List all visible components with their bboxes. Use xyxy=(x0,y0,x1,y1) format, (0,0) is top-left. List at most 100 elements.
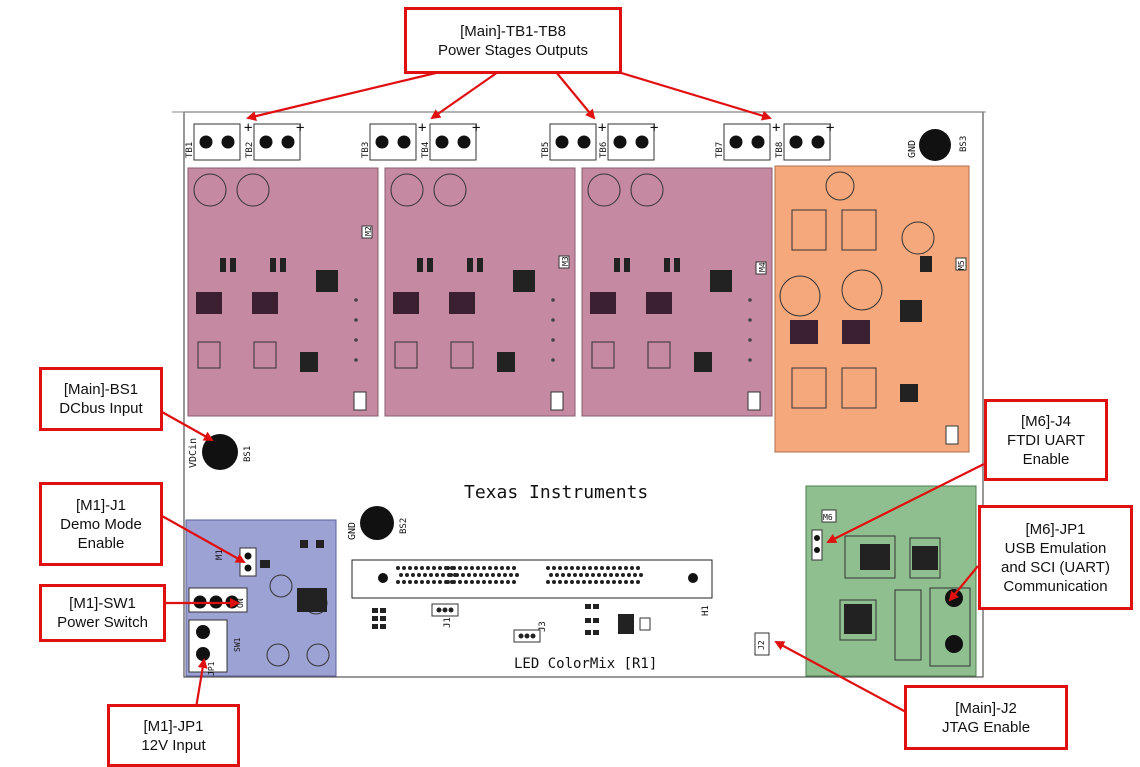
board-title: Texas Instruments xyxy=(464,482,648,503)
module-label-m4: M4 xyxy=(758,262,767,272)
header-pin xyxy=(594,566,598,570)
callout-m6-jp1-line3: and SCI (UART) xyxy=(1001,558,1110,576)
callout-m1-sw1-line2: Power Switch xyxy=(57,614,148,631)
header-pin xyxy=(476,580,480,584)
header-pin xyxy=(512,566,516,570)
header-pin xyxy=(420,566,424,570)
tb2-label: TB2 xyxy=(245,142,255,158)
module-label-m2: M2 xyxy=(364,226,373,236)
header-pin xyxy=(600,566,604,570)
svg-text:+: + xyxy=(826,120,834,136)
callout-m6-jp1: [M6]-JP1 USB Emulation and SCI (UART) Co… xyxy=(978,505,1133,610)
header-pin xyxy=(564,566,568,570)
header-pin xyxy=(402,580,406,584)
header-pin xyxy=(639,573,643,577)
h1-header xyxy=(351,559,713,599)
header-pin xyxy=(473,573,477,577)
header-pin xyxy=(624,580,628,584)
header-pin xyxy=(426,566,430,570)
header-pin xyxy=(408,566,412,570)
bs2-ground-post xyxy=(360,506,394,540)
header-pin xyxy=(435,573,439,577)
j2-jumper xyxy=(754,632,770,656)
header-pin xyxy=(455,573,459,577)
header-pin xyxy=(417,573,421,577)
m1-label: M1 xyxy=(215,549,225,560)
header-pin xyxy=(458,566,462,570)
tb3-label: TB3 xyxy=(361,142,371,158)
header-pin xyxy=(588,580,592,584)
header-pin xyxy=(482,580,486,584)
header-pin xyxy=(500,580,504,584)
header-pin xyxy=(402,566,406,570)
led-module-m5 xyxy=(774,165,970,453)
header-pin xyxy=(420,580,424,584)
header-pin xyxy=(509,573,513,577)
header-pin xyxy=(494,566,498,570)
callout-m1-sw1: [M1]-SW1 Power Switch xyxy=(39,584,166,642)
tb5-label: TB5 xyxy=(541,142,551,158)
header-pin xyxy=(494,580,498,584)
header-pin xyxy=(561,573,565,577)
header-pin xyxy=(506,566,510,570)
header-pin xyxy=(594,580,598,584)
header-pin xyxy=(464,580,468,584)
header-pin xyxy=(570,580,574,584)
header-pin xyxy=(396,566,400,570)
header-pin xyxy=(452,566,456,570)
on-label: ON xyxy=(236,598,245,608)
svg-text:+: + xyxy=(296,120,304,136)
header-pin xyxy=(488,566,492,570)
svg-text:+: + xyxy=(772,120,780,136)
callout-tb1-tb8-line2: Power Stages Outputs xyxy=(437,41,589,59)
header-pin xyxy=(597,573,601,577)
terminal-blocks: + + + + + + + + xyxy=(193,120,834,161)
board-bottom-label: LED ColorMix [R1] xyxy=(514,656,657,672)
header-pin xyxy=(426,580,430,584)
svg-text:+: + xyxy=(244,120,252,136)
header-pin xyxy=(558,566,562,570)
callout-m1-sw1-line1: [M1]-SW1 xyxy=(69,595,136,612)
callout-tb1-tb8: [Main]-TB1-TB8 Power Stages Outputs xyxy=(404,7,622,74)
j2-label: J2 xyxy=(757,640,766,650)
bs2-label: BS2 xyxy=(399,518,409,534)
header-pin xyxy=(633,573,637,577)
callout-arrows xyxy=(161,70,985,713)
header-pin xyxy=(438,580,442,584)
header-pin xyxy=(438,566,442,570)
header-pin xyxy=(441,573,445,577)
header-pin xyxy=(488,580,492,584)
tb7-label: TB7 xyxy=(715,142,725,158)
header-pin xyxy=(615,573,619,577)
header-pin xyxy=(464,566,468,570)
j1-label: J1 xyxy=(443,617,453,628)
header-pin xyxy=(570,566,574,570)
header-pin xyxy=(558,580,562,584)
header-pin xyxy=(546,580,550,584)
header-pin xyxy=(515,573,519,577)
header-pin xyxy=(618,566,622,570)
callout-m6-jp1-line1: [M6]-JP1 xyxy=(1025,520,1086,538)
header-pin xyxy=(461,573,465,577)
terminal-block-tb5: + xyxy=(549,120,606,161)
header-pin xyxy=(470,566,474,570)
callout-m1-j1-line1: [M1]-J1 xyxy=(75,496,126,514)
terminal-block-tb2: + xyxy=(253,120,304,161)
terminal-block-tb7: + xyxy=(723,120,780,161)
callout-bs1-line1: [Main]-BS1 xyxy=(63,381,139,398)
header-pin xyxy=(476,566,480,570)
power-stage-m4 xyxy=(581,167,773,417)
header-pin xyxy=(446,566,450,570)
header-pin xyxy=(582,580,586,584)
module-label-m5: M5 xyxy=(957,260,966,270)
callout-m6-j4-line3: Enable xyxy=(1022,450,1070,468)
header-pin xyxy=(621,573,625,577)
vdcin-label: VDCin xyxy=(188,438,199,468)
tb1-label: TB1 xyxy=(185,142,195,158)
header-pin xyxy=(506,580,510,584)
header-pin xyxy=(399,573,403,577)
header-pin xyxy=(497,573,501,577)
header-pin xyxy=(491,573,495,577)
sw1-label: SW1 xyxy=(233,637,242,652)
svg-text:+: + xyxy=(598,120,606,136)
